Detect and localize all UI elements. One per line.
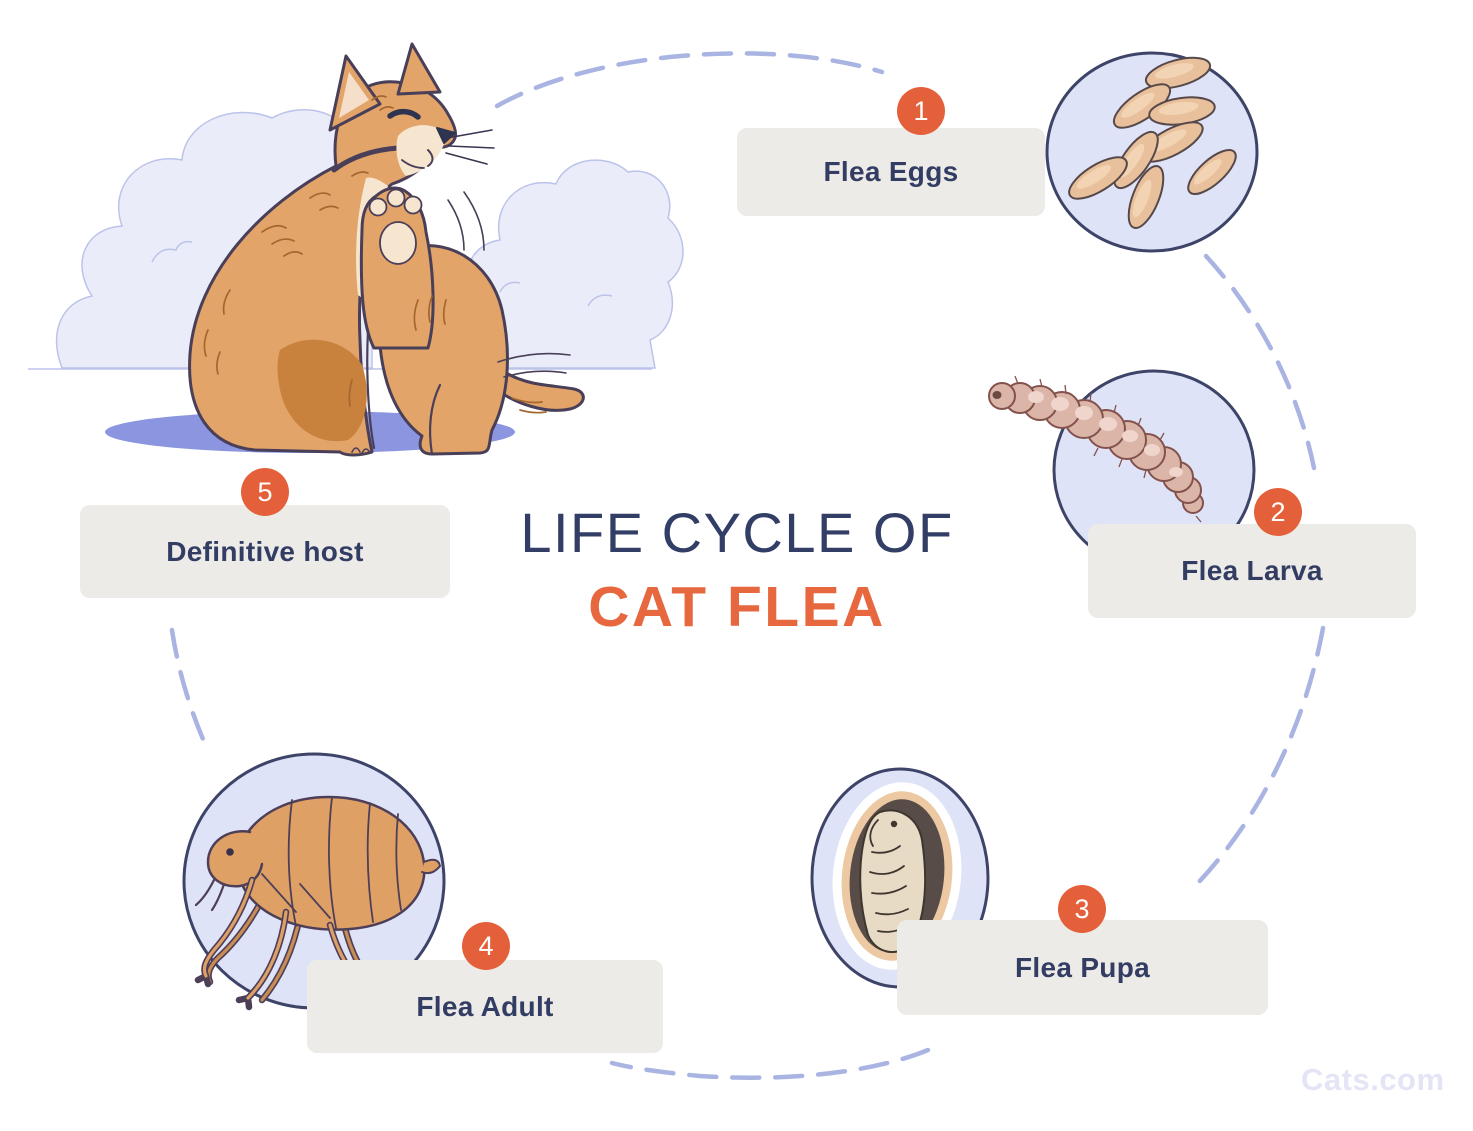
larva-bristles bbox=[1014, 375, 1202, 523]
flea-tail bbox=[421, 858, 441, 875]
cat-host-icon bbox=[188, 42, 585, 457]
stage-label-text: Flea Adult bbox=[416, 990, 554, 1022]
stage-label-text: Definitive host bbox=[166, 535, 364, 567]
badge-number: 5 bbox=[257, 476, 273, 507]
larva-head bbox=[992, 391, 1002, 399]
flea-larva-icon bbox=[988, 369, 1256, 571]
watermark: Cats.com bbox=[1301, 1062, 1445, 1097]
whiskers-icon bbox=[445, 129, 495, 165]
badge-number: 1 bbox=[913, 95, 929, 126]
paw-pads-icon bbox=[368, 188, 423, 265]
flea-mouthparts bbox=[194, 878, 226, 912]
cycle-arcs bbox=[169, 51, 1326, 1080]
stage-label-flea-adult: Flea Adult bbox=[307, 960, 663, 1053]
arc-larva-to-pupa bbox=[1194, 625, 1326, 887]
stage-label-flea-pupa: Flea Pupa bbox=[897, 920, 1268, 1015]
flea-eggs-icon bbox=[1045, 51, 1259, 253]
title-line-1: LIFE CYCLE OF bbox=[520, 501, 954, 564]
stage-badge-3: 3 bbox=[1058, 885, 1106, 933]
stage-label-flea-larva: Flea Larva bbox=[1088, 524, 1416, 618]
stage-badge-4: 4 bbox=[462, 922, 510, 970]
pupa-eye bbox=[890, 820, 898, 828]
page-title: LIFE CYCLE OF CAT FLEA bbox=[430, 500, 1044, 640]
cat-eye-icon bbox=[387, 108, 421, 120]
stage-label-text: Flea Pupa bbox=[1015, 951, 1150, 983]
stage-badge-2: 2 bbox=[1254, 488, 1302, 536]
flea-eye bbox=[226, 848, 234, 856]
arc-adult-to-host bbox=[169, 627, 209, 749]
stage-label-text: Flea Larva bbox=[1181, 555, 1323, 586]
adult-flea-icon bbox=[182, 752, 446, 1023]
arc-pupa-to-adult bbox=[609, 1047, 931, 1080]
stage-label-flea-eggs: Flea Eggs bbox=[737, 128, 1045, 216]
title-line-2: CAT FLEA bbox=[588, 575, 886, 639]
badge-number: 2 bbox=[1270, 496, 1286, 527]
arc-host-to-eggs bbox=[494, 51, 885, 109]
cat-ear-icon bbox=[396, 42, 442, 96]
badge-number: 4 bbox=[478, 930, 494, 961]
badge-number: 3 bbox=[1074, 893, 1090, 924]
motion-lines-icon bbox=[447, 191, 571, 378]
stage-badge-5: 5 bbox=[241, 468, 289, 516]
stage-label-definitive-host: Definitive host bbox=[80, 505, 450, 598]
stage-badge-1: 1 bbox=[897, 87, 945, 135]
stage-label-text: Flea Eggs bbox=[823, 156, 959, 187]
